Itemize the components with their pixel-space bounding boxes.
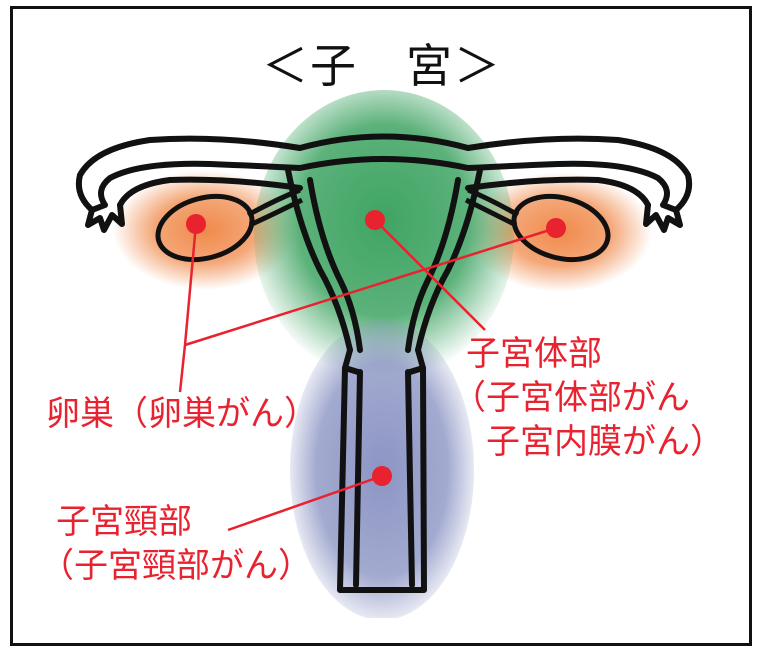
uterine-body-label-line1: 子宮体部 bbox=[452, 332, 724, 376]
left-ovary-dot bbox=[186, 214, 206, 234]
cervix-label: 子宮頸部 （子宮頸部がん） bbox=[40, 500, 312, 588]
ovary-label: 卵巣（卵巣がん） bbox=[46, 392, 318, 436]
uterine-body-dot bbox=[365, 210, 385, 230]
right-ovary-dot bbox=[546, 218, 566, 238]
ovary-label-text: 卵巣（卵巣がん） bbox=[46, 394, 318, 434]
cervix-dot bbox=[372, 466, 392, 486]
uterine-body-label: 子宮体部 （子宮体部がん 子宮内膜がん） bbox=[452, 332, 724, 464]
diagram-title: ＜子 宮＞ bbox=[0, 30, 764, 96]
cervix-label-line1: 子宮頸部 bbox=[40, 500, 312, 544]
cervix-label-line2: （子宮頸部がん） bbox=[40, 544, 312, 588]
uterine-body-label-line3: 子宮内膜がん） bbox=[452, 420, 724, 464]
uterine-body-label-line2: （子宮体部がん bbox=[452, 376, 724, 420]
